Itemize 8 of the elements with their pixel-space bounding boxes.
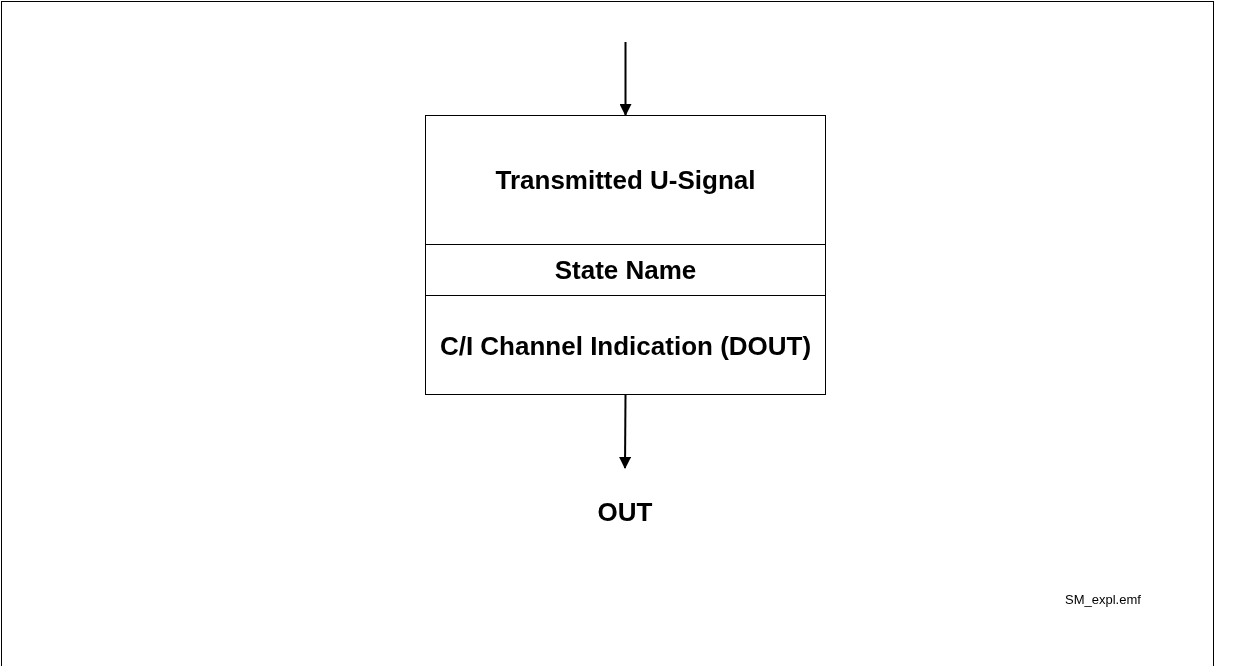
state-compartment: C/I Channel Indication (DOUT) xyxy=(426,295,825,396)
state-box xyxy=(425,115,826,395)
state-compartment: State Name xyxy=(426,244,825,295)
state-compartment: Transmitted U-Signal xyxy=(494,164,757,197)
output-text: OUT xyxy=(580,492,670,532)
file-name-note: SM_expl.emf xyxy=(1065,592,1141,607)
arrow xyxy=(619,41,632,116)
arrow xyxy=(619,394,632,469)
